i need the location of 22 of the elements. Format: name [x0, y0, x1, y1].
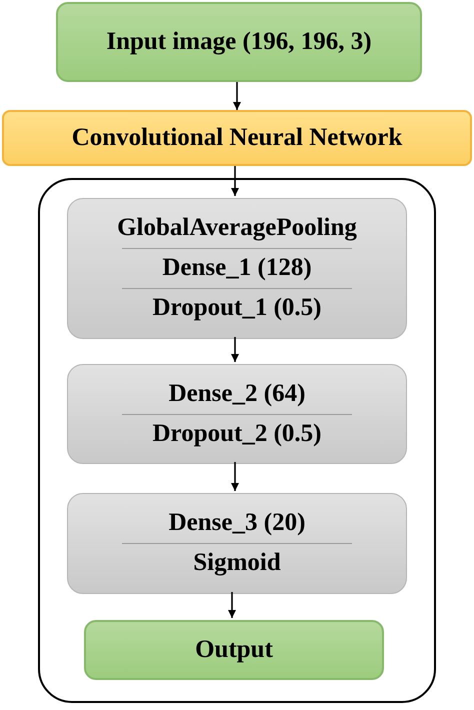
io-box	[56, 2, 422, 82]
layer-label: Convolutional Neural Network	[72, 124, 402, 152]
process-box	[2, 110, 472, 166]
layer-box	[67, 198, 407, 339]
layer-label: Sigmoid	[193, 549, 281, 578]
arrow	[231, 462, 239, 491]
arrow	[228, 592, 236, 618]
arrow	[231, 166, 239, 196]
arrow	[231, 337, 239, 362]
layer-box	[67, 493, 407, 594]
io-box	[84, 620, 384, 680]
layer-label: Dropout_1 (0.5)	[152, 294, 322, 323]
layer-label: Dense_3 (20)	[168, 509, 306, 538]
layer-label: Dense_1 (128)	[162, 254, 312, 283]
layer-label: Dropout_2 (0.5)	[152, 420, 322, 448]
layer-label: Output	[195, 636, 273, 664]
layer-label: Input image (196, 196, 3)	[106, 28, 372, 56]
layer-box	[67, 364, 407, 464]
arrow	[233, 82, 241, 110]
layer-label: GlobalAveragePooling	[117, 214, 357, 244]
layer-label: Dense_2 (64)	[168, 380, 306, 408]
container-box	[38, 178, 436, 703]
